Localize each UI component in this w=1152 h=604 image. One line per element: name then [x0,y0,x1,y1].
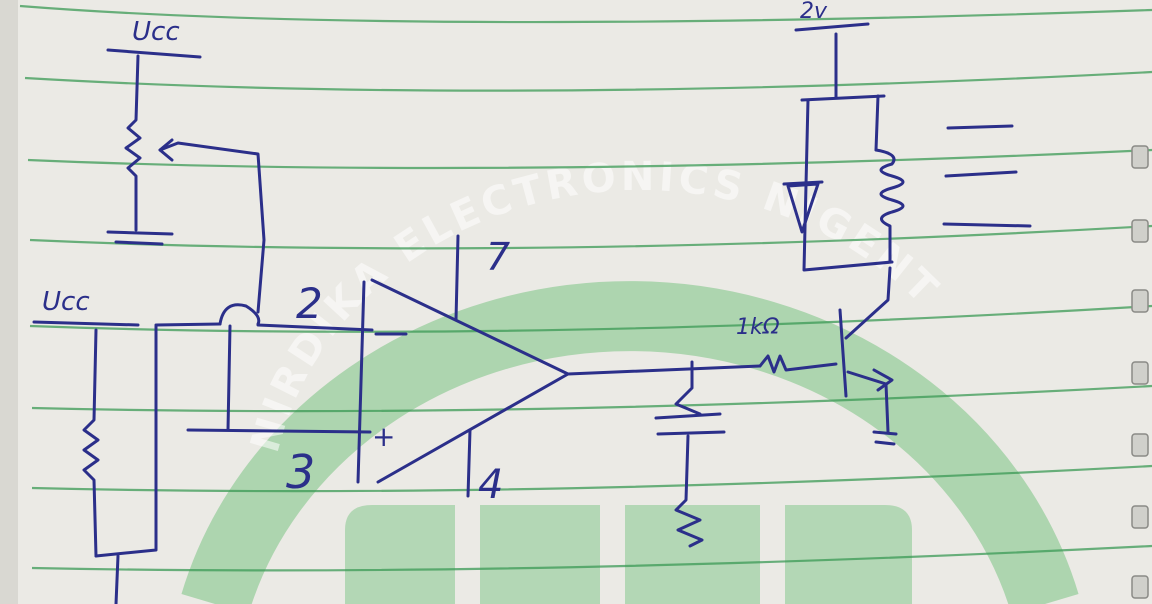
label-pin-2: 2 [296,279,323,328]
opamp-input-bar [356,280,366,484]
feedback-wire [226,324,232,432]
label-vcc-top: Ucc [132,17,180,47]
supply-top-bar [794,22,870,32]
transistor-base-bar [838,308,848,398]
left-bottom-wire [114,554,120,604]
pin7-wire [454,234,460,322]
label-resistor-value: 1kΩ [736,315,780,340]
label-pin-4: 4 [478,462,503,508]
circuit-ink [32,22,1032,604]
input-wire-3 [186,428,372,434]
relay-top-bus [800,94,886,102]
spiral-binding [1131,145,1149,599]
ground-1-a [106,230,174,236]
label-supply-top: 2v [800,0,828,24]
vcc-left-bar [32,320,140,327]
output-wire [566,364,762,376]
crossover-hop [218,303,261,326]
relay-contact-1 [946,124,1014,130]
vcc-top-bar [106,48,202,59]
label-pin-3: 3 [286,445,315,499]
coil-top-lead [874,94,880,152]
wiper-arrow [158,138,174,162]
potentiometer [124,54,142,232]
label-vcc-left: Ucc [42,287,90,317]
paper-left-edge [0,0,18,604]
watermark-block-4 [785,505,912,604]
diode-triangle [786,182,820,234]
diode-bar [782,180,824,186]
pin4-wire [466,428,472,498]
ground-1-b [114,240,164,246]
left-divider-wire [94,324,158,558]
input-wire-a [154,322,222,327]
input-wire-2 [256,323,374,332]
watermark-block-3 [625,505,760,604]
base-resistor [758,354,838,374]
cap-ground-resistor [674,434,704,548]
wiper-wire [158,141,266,314]
cap-lead [674,360,702,416]
relay-contact-3 [942,222,1032,228]
watermark-block-2 [480,505,600,604]
ruled-lines [19,4,1152,572]
label-plus: + [372,420,395,453]
ground-2-a [872,430,898,436]
transistor-collector [844,266,892,340]
ground-2-b [874,440,896,446]
cap-plate-2 [656,430,726,436]
watermark-arc [181,281,1079,604]
watermark-block-1 [345,505,455,604]
relay-contact-2 [944,170,1018,178]
cap-plate-1 [654,412,722,420]
relay-coil [874,148,905,264]
left-resistor [82,328,100,558]
emitter-arrow [872,368,894,392]
label-pin-7: 7 [486,235,510,279]
diode-branch [802,98,894,272]
